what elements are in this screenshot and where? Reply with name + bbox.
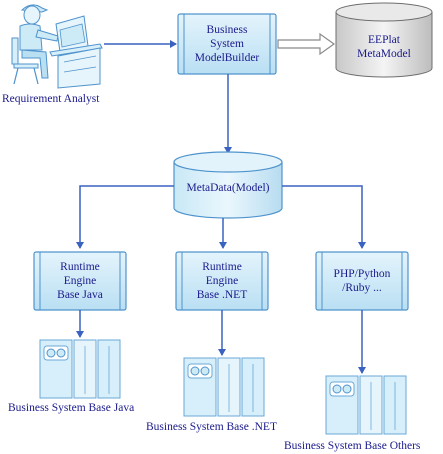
reference-arrow <box>277 32 336 56</box>
java-engine-label: Runtime Engine Base Java <box>57 261 103 301</box>
runtime-to-server-arrows <box>76 310 366 374</box>
php-engine-box <box>315 251 409 311</box>
modelbuilder-box <box>177 13 277 75</box>
php-engine-label: PHP/Python /Ruby ... <box>333 268 391 294</box>
server-java-label: Business System Base Java <box>8 402 135 414</box>
eeplat-metamodel-cylinder <box>335 2 433 78</box>
server-others-label: Business System Base Others <box>284 440 421 452</box>
server-net-icon <box>183 357 265 417</box>
server-java-icon <box>39 339 121 399</box>
eeplat-label: EEPlat MetaModel <box>357 34 411 60</box>
analyst-label: Requirement Analyst <box>2 93 100 105</box>
branch-connectors <box>76 185 366 249</box>
metadata-cylinder <box>173 151 283 219</box>
net-engine-label: Runtime Engine Base .NET <box>196 261 248 301</box>
analyst-icon <box>11 4 103 89</box>
modelbuilder-label: Business System ModelBuilder <box>194 24 260 64</box>
server-net-label: Business System Base .NET <box>146 421 277 433</box>
metadata-label: MetaData(Model) <box>186 182 270 194</box>
net-engine-box <box>175 251 269 311</box>
server-others-icon <box>325 375 407 435</box>
